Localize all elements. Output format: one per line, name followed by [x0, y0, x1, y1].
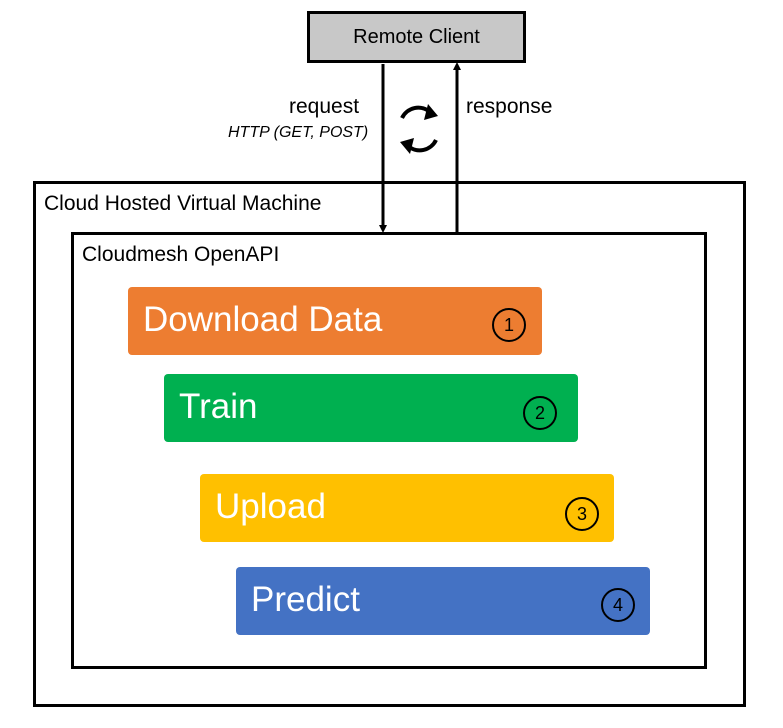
step-label: Predict	[251, 580, 360, 619]
virtual-machine-box	[33, 181, 746, 707]
remote-client-box: Remote Client	[307, 11, 526, 63]
refresh-cycle-icon	[400, 104, 438, 154]
virtual-machine-label: Cloud Hosted Virtual Machine	[44, 192, 322, 215]
response-label: response	[466, 95, 553, 118]
step-number-badge: 2	[523, 396, 557, 430]
step-number-badge: 4	[601, 588, 635, 622]
step-download-data: Download Data 1	[128, 287, 542, 355]
request-label: request	[289, 95, 360, 118]
step-label: Upload	[215, 487, 326, 526]
openapi-label: Cloudmesh OpenAPI	[82, 243, 280, 266]
step-label: Download Data	[143, 300, 383, 339]
openapi-box	[71, 232, 707, 669]
step-predict: Predict 4	[236, 567, 650, 635]
request-protocol: HTTP (GET, POST)	[228, 124, 369, 141]
step-label: Train	[179, 387, 258, 426]
step-upload: Upload 3	[200, 474, 614, 542]
step-number-badge: 3	[565, 497, 599, 531]
step-train: Train 2	[164, 374, 578, 442]
step-number-badge: 1	[492, 308, 526, 342]
remote-client-label: Remote Client	[353, 25, 480, 48]
